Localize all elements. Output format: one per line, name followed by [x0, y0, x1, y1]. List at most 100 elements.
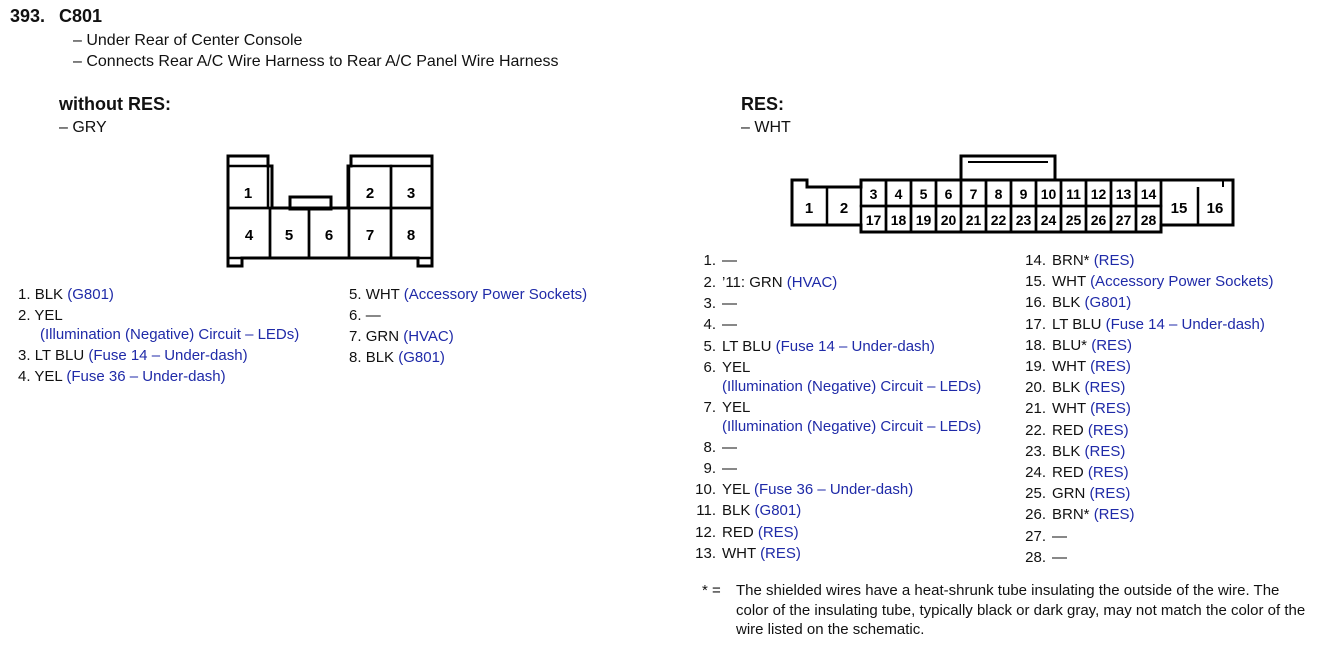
pin-entry: 10.YEL (Fuse 36 – Under-dash): [694, 479, 913, 500]
circuit-reference: (HVAC): [786, 274, 838, 291]
footnote-line: wire listed on the schematic.: [736, 621, 925, 638]
pin-number: 5.: [349, 286, 362, 303]
circuit-reference: (G801): [1084, 294, 1132, 312]
pin-number: 10.: [695, 481, 716, 498]
circuit-reference: (RES): [1091, 336, 1133, 354]
wire-color: —: [1052, 527, 1067, 545]
pin-label: 19: [916, 212, 932, 228]
pin-label: 7: [366, 227, 374, 244]
pin-label: 28: [1141, 212, 1157, 228]
circuit-reference: (RES): [760, 545, 801, 562]
pin-label: 5: [920, 186, 928, 202]
pin-number: 11.: [696, 502, 716, 519]
pin-label: 4: [245, 227, 254, 244]
circuit-reference: (RES): [1093, 252, 1135, 269]
pin-entry: 17.LT BLU (Fuse 14 – Under-dash): [1022, 314, 1265, 335]
pin-label: 25: [1066, 212, 1082, 228]
pin-entry: 8.—: [694, 437, 737, 458]
pin-entry: 11.BLK (G801): [694, 500, 801, 521]
circuit-reference: (Fuse 14 – Under-dash): [1105, 315, 1265, 333]
pin-label: 2: [840, 200, 848, 217]
pin-number: 20.: [1025, 379, 1046, 397]
wire-color: WHT: [1052, 273, 1086, 291]
pin-number: 4.: [703, 316, 716, 333]
res-color: – WHT: [741, 119, 791, 136]
circuit-reference: (RES): [1089, 485, 1131, 503]
wire-color: BLK: [722, 502, 751, 519]
pin-number: 24.: [1025, 464, 1046, 481]
pin-number: 2.: [703, 274, 716, 291]
circuit-reference: (Illumination (Negative) Circuit – LEDs): [722, 418, 982, 435]
pin-entry: 23.BLK (RES): [1022, 441, 1125, 462]
circuit-reference: (RES): [1090, 358, 1131, 375]
wire-color: BLK: [34, 286, 64, 303]
pin-number: 3.: [703, 295, 716, 312]
circuit-reference: (Accessory Power Sockets): [1090, 273, 1274, 291]
pin-label: 14: [1141, 186, 1157, 202]
pin-label: 21: [966, 212, 982, 228]
pin-entry: 6.YEL: [694, 357, 750, 378]
pin-number: 8.: [703, 439, 716, 456]
pin-number: 5.: [703, 338, 716, 355]
pin-entry: 24.RED (RES): [1022, 462, 1129, 483]
wire-color: RED: [1052, 421, 1084, 439]
pin-label: 15: [1171, 200, 1188, 217]
pin-entry: 27. —: [1022, 526, 1067, 547]
pin-cell: [1134, 204, 1163, 234]
pin-label: 11: [1066, 186, 1081, 202]
pin-number: 28.: [1025, 548, 1046, 566]
pin-number: 23.: [1025, 442, 1046, 460]
wire-color: BRN*: [1052, 506, 1090, 524]
circuit-reference: (Accessory Power Sockets): [403, 286, 588, 303]
pin-number: 21.: [1025, 400, 1046, 418]
pin-label: 3: [407, 185, 415, 202]
wire-color: RED: [722, 524, 754, 541]
pin-entry: 15.WHT (Accessory Power Sockets): [1022, 271, 1273, 292]
connector-latch: [959, 154, 1057, 180]
wire-color: GRN: [365, 328, 400, 345]
pin-label: 10: [1041, 186, 1057, 202]
pin-number: 27.: [1025, 527, 1046, 545]
pin-number: 18.: [1025, 336, 1046, 354]
pin-entry: 13.WHT (RES): [694, 543, 801, 564]
pin-number: 8.: [349, 349, 362, 366]
wire-color: BLK: [1052, 379, 1081, 397]
pin-entry: 16.BLK (G801): [1022, 292, 1131, 313]
pin-label: 2: [366, 185, 374, 202]
pin-label: 22: [991, 212, 1007, 228]
pin-label: 1: [244, 185, 252, 202]
pin-cell: [389, 206, 434, 260]
wire-color: BLK: [1052, 294, 1081, 312]
wire-color: YEL: [34, 368, 63, 385]
pin-label: 16: [1207, 200, 1224, 217]
pin-entry: 7.YEL: [694, 397, 750, 418]
pin-entry: 28.—: [1022, 547, 1067, 568]
pin-label: 23: [1016, 212, 1032, 228]
pin-label: 24: [1041, 212, 1057, 228]
connector-8pin-diagram: 1 2 3 4 5 6 7 8: [226, 154, 434, 268]
pin-number: 4.: [18, 368, 31, 385]
circuit-reference: (RES): [1090, 400, 1131, 418]
pin-label: 1: [805, 200, 813, 217]
pin-number: 1.: [18, 286, 31, 303]
wire-color: YEL: [34, 307, 63, 324]
pin-entry: 21.WHT (RES): [1022, 398, 1131, 419]
circuit-reference: (Fuse 14 – Under-dash): [88, 347, 248, 364]
pin-entry: 19.WHT (RES): [1022, 356, 1131, 377]
pin-entry: 18.BLU* (RES): [1022, 335, 1132, 356]
circuit-reference: (Illumination (Negative) Circuit – LEDs): [40, 326, 300, 343]
pin-number: 19.: [1025, 358, 1046, 375]
pin-entry: 14.BRN* (RES): [1022, 250, 1135, 271]
pin-label: 8: [407, 227, 415, 244]
pin-label: 7: [970, 186, 978, 202]
wire-color: BLK: [365, 349, 395, 366]
pin-label: 4: [895, 186, 903, 202]
section-number: 393.: [10, 6, 46, 26]
pin-label: 13: [1116, 186, 1132, 202]
pin-label: 12: [1091, 186, 1107, 202]
pin-label: 27: [1116, 212, 1132, 228]
pin-label: 20: [941, 212, 957, 228]
pin-entry: 12.RED (RES): [694, 522, 799, 543]
